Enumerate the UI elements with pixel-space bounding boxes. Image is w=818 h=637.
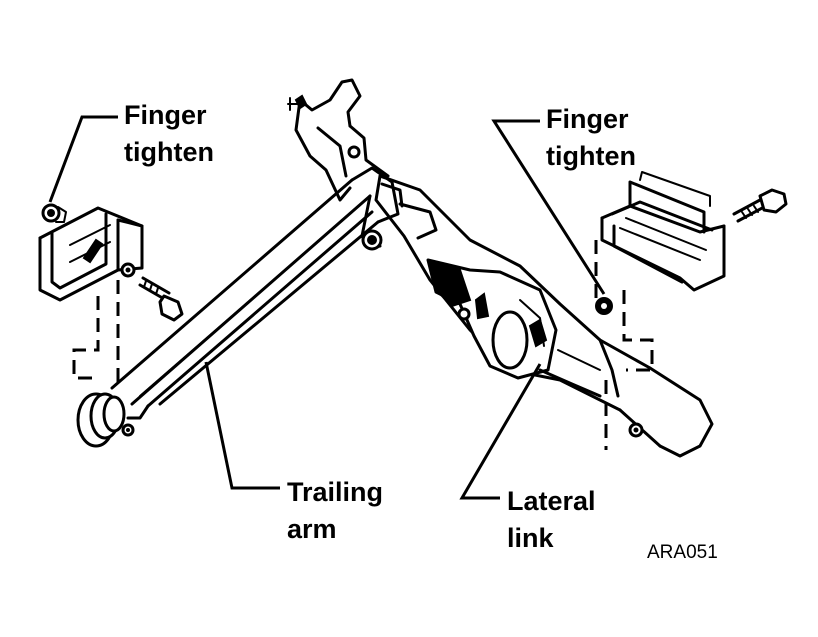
label-line: Lateral (507, 486, 596, 516)
lateral-link (374, 174, 714, 458)
upper-knuckle (287, 78, 390, 202)
label-line: Trailing (287, 477, 384, 507)
left-alignment-guide (72, 296, 100, 380)
leader-finger-tighten-right (491, 119, 606, 295)
figure-code: ARA051 (647, 542, 718, 563)
arm-mount-bolt (361, 229, 383, 251)
label-line: tighten (124, 137, 214, 167)
label-lateral-link: Lateral link (507, 483, 596, 557)
label-line: Finger (124, 100, 207, 130)
label-line: link (507, 523, 554, 553)
leader-trailing-arm (204, 361, 280, 490)
right-mounting-bracket (600, 171, 726, 292)
label-line: Finger (546, 104, 629, 134)
left-bolt (138, 276, 184, 322)
leader-finger-tighten-left (48, 115, 118, 203)
right-nut (595, 297, 613, 315)
label-trailing-arm: Trailing arm (287, 474, 383, 548)
right-alignment-guide (622, 290, 654, 372)
right-bolt (732, 188, 788, 223)
label-finger-tighten-left: Finger tighten (124, 97, 214, 171)
left-nut (41, 203, 67, 223)
trailing-arm (76, 166, 400, 448)
leader-lateral-link (459, 363, 542, 500)
left-mounting-bracket (38, 206, 144, 302)
label-line: arm (287, 514, 337, 544)
label-finger-tighten-right: Finger tighten (546, 101, 636, 175)
label-line: tighten (546, 141, 636, 171)
